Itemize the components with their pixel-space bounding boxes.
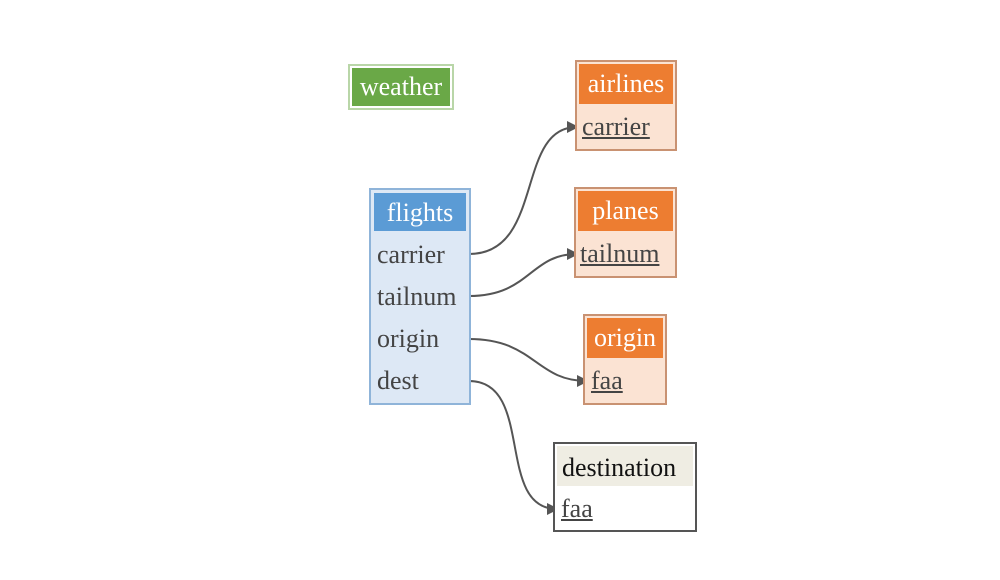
- origin-field-faa: faa: [591, 366, 623, 395]
- flights-field-dest: dest: [377, 366, 419, 395]
- flights-field-origin: origin: [377, 324, 440, 353]
- table-origin: origin faa: [583, 314, 667, 405]
- edge-carrier: [468, 121, 579, 255]
- table-flights-header: flights: [374, 193, 466, 231]
- table-destination: destination faa: [553, 442, 697, 532]
- table-destination-header: destination: [557, 446, 693, 486]
- table-weather: weather: [348, 64, 454, 110]
- table-planes: planes tailnum: [574, 187, 677, 278]
- table-airlines-header: airlines: [579, 64, 673, 104]
- table-origin-header: origin: [587, 318, 663, 358]
- planes-field-tailnum: tailnum: [580, 239, 660, 268]
- flights-field-tailnum: tailnum: [377, 282, 457, 311]
- destination-field-faa: faa: [561, 494, 593, 523]
- table-planes-header: planes: [578, 191, 673, 231]
- airlines-field-carrier: carrier: [582, 112, 650, 141]
- table-airlines: airlines carrier: [575, 60, 677, 151]
- edge-tailnum: [468, 248, 579, 297]
- table-weather-header: weather: [352, 68, 450, 106]
- flights-field-carrier: carrier: [377, 240, 445, 269]
- table-flights: flights carrier tailnum origin dest: [369, 188, 471, 405]
- edge-dest: [468, 380, 559, 515]
- edge-origin: [468, 338, 589, 387]
